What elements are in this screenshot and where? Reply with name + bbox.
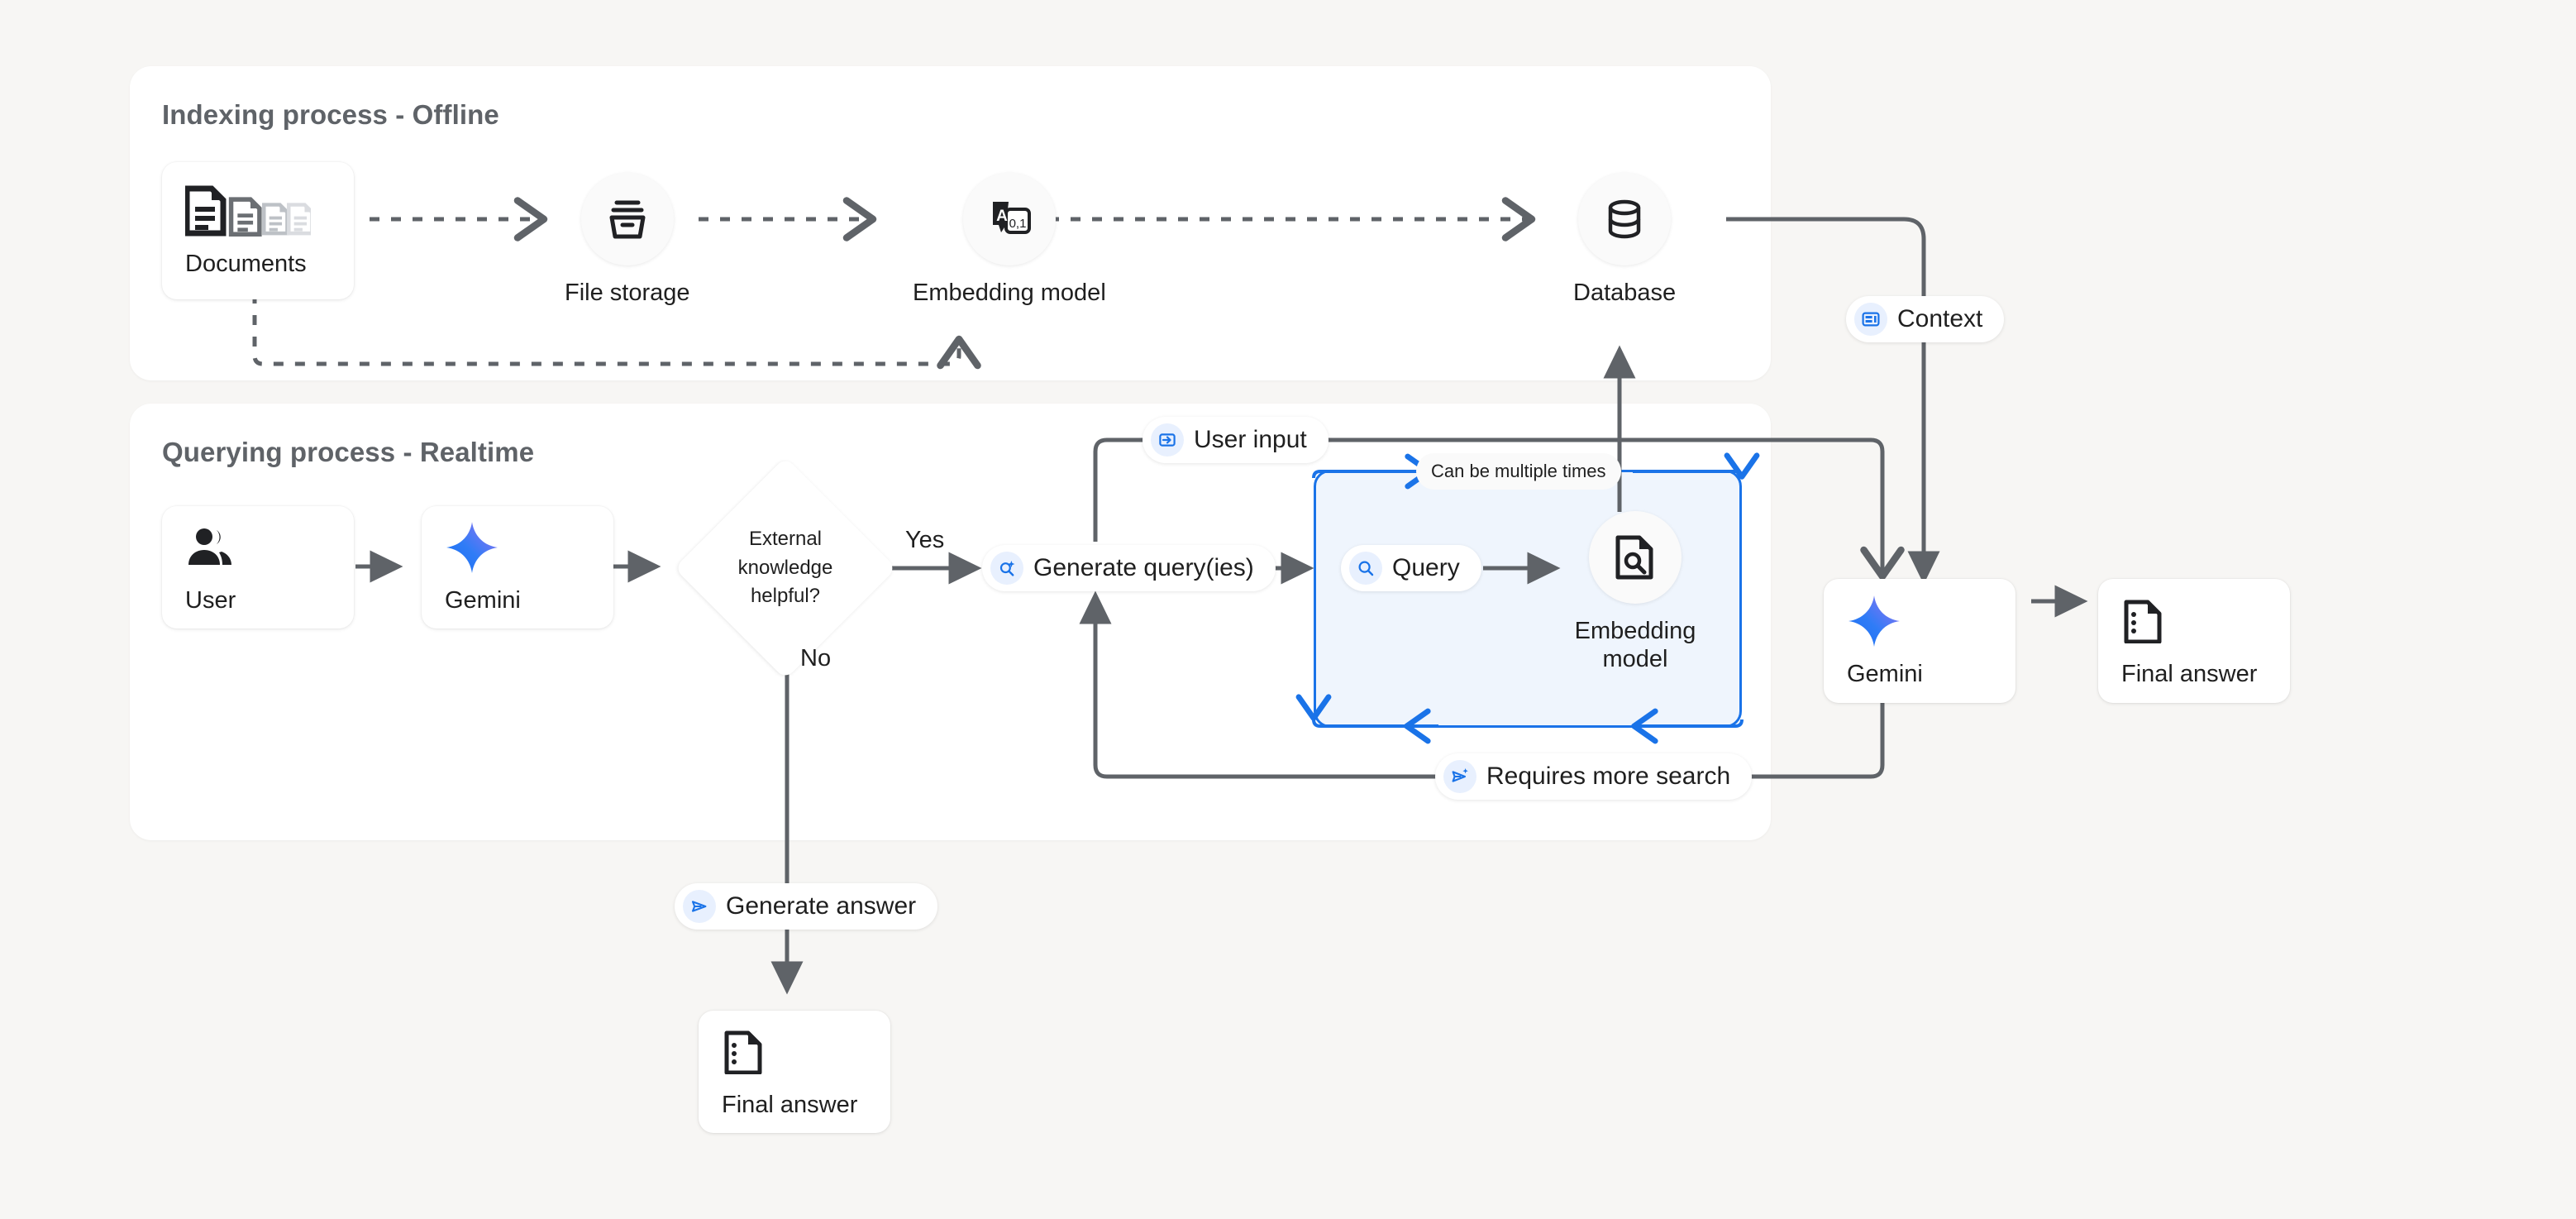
node-database[interactable]: Database [1573,173,1676,307]
node-user[interactable]: User [162,506,354,629]
database-icon [1578,173,1672,265]
node-file-storage[interactable]: File storage [565,173,690,307]
node-label: Embedding model [913,280,1106,306]
search-icon [1349,552,1382,585]
no-label: No [800,645,832,672]
send-sparkle-icon [1443,760,1476,793]
generate-answer-pill[interactable]: Generate answer [675,883,938,930]
node-gemini-right[interactable]: Gemini [1824,579,2015,703]
answer-doc-icon [2121,595,2163,648]
yes-label: Yes [905,527,945,553]
context-pill[interactable]: Context [1846,296,2005,342]
node-decision-external-knowledge[interactable]: External knowledge helpful? [674,457,897,680]
panel-title-querying: Querying process - Realtime [162,437,535,467]
node-final-answer-right[interactable]: Final answer [2098,579,2290,703]
search-sparkle-icon [990,552,1023,585]
node-label: Final answer [722,1091,858,1118]
people-icon [185,521,235,574]
input-arrow-icon [1151,423,1184,457]
node-label: Gemini [445,586,521,614]
pill-label: Requires more search [1486,762,1731,790]
pill-label: User input [1194,426,1307,453]
node-embedding-model-querying[interactable]: Embedding model [1573,511,1697,673]
panel-title-indexing: Indexing process - Offline [162,99,499,130]
pill-label: Context [1897,305,1983,332]
pill-label: Query [1392,554,1460,581]
node-label: Database [1573,280,1677,306]
decision-label: External knowledge helpful? [737,527,833,608]
requires-more-search-pill[interactable]: Requires more search [1435,753,1753,800]
node-gemini-left[interactable]: Gemini [422,506,613,629]
node-label: Documents [185,250,307,277]
svg-text:0,1: 0,1 [1009,217,1026,231]
gemini-star-icon [1847,595,1901,648]
pill-label: Generate answer [726,892,917,920]
node-final-answer-bottom[interactable]: Final answer [699,1011,890,1133]
loop-caption: Can be multiple times [1416,453,1621,490]
documents-icon [185,184,311,237]
node-label: Final answer [2121,660,2258,687]
query-pill[interactable]: Query [1341,545,1481,591]
send-icon [683,890,716,923]
user-input-pill[interactable]: User input [1143,417,1329,463]
answer-doc-icon [722,1025,763,1078]
archive-icon [580,173,674,265]
svg-text:A: A [996,208,1008,225]
node-label: User [185,586,236,614]
gemini-star-icon [445,521,499,574]
node-label: Gemini [1847,660,1923,687]
generate-queries-pill[interactable]: Generate query(ies) [982,545,1276,591]
node-label: File storage [565,280,690,306]
pill-label: Generate query(ies) [1033,554,1254,581]
node-documents[interactable]: Documents [162,162,354,299]
node-label: Embedding model [1574,618,1696,673]
node-embedding-model-indexing[interactable]: 0,1 A Embedding model [913,173,1106,307]
translate-icon: 0,1 A [962,173,1056,265]
context-card-icon [1854,303,1887,336]
document-search-icon [1589,511,1682,604]
